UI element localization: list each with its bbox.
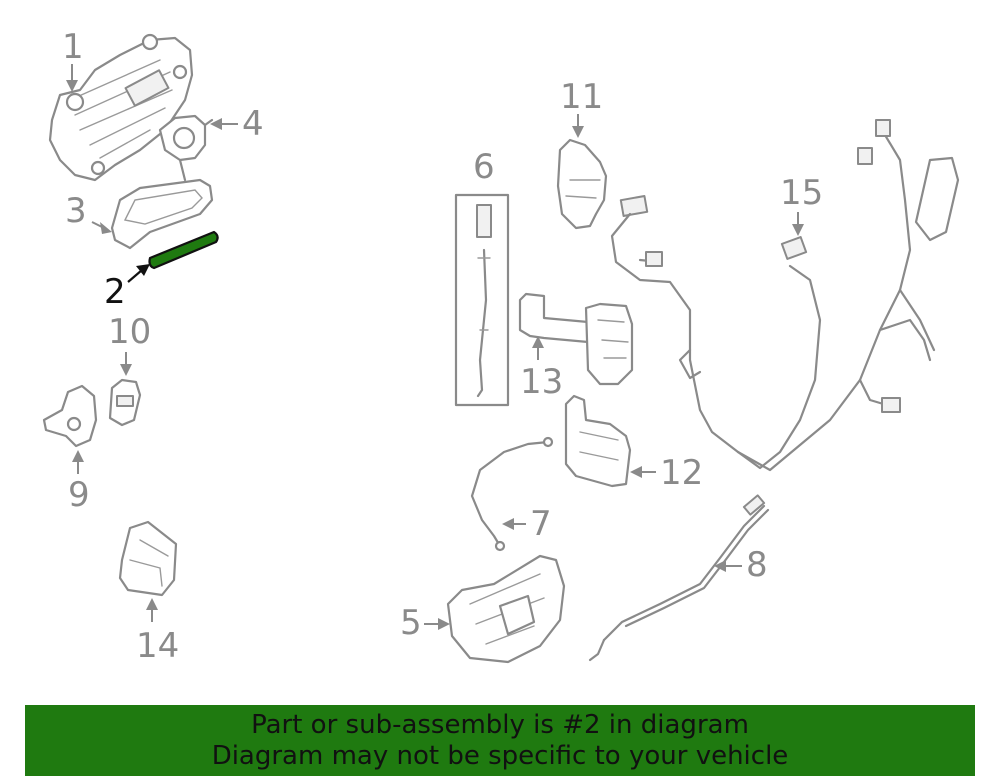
- part-7-cable: [470, 436, 554, 552]
- callout-13: 13: [520, 336, 563, 402]
- callout-6: 6: [473, 147, 495, 187]
- callout-13-label: 13: [520, 362, 563, 402]
- callout-4-label: 4: [242, 104, 264, 144]
- callout-7: 7: [502, 504, 552, 544]
- part-12-striker: [564, 394, 632, 488]
- callout-12-label: 12: [660, 453, 703, 493]
- part-4-actuator-motor: [158, 114, 214, 182]
- part-15-wiring-harness: [610, 119, 960, 472]
- callout-4: 4: [210, 104, 264, 144]
- callout-10-label: 10: [108, 312, 151, 352]
- callout-9: 9: [68, 450, 90, 515]
- callout-15: 15: [780, 173, 823, 236]
- part-5-latch-assembly: [446, 554, 566, 664]
- callout-2: 2: [104, 264, 150, 312]
- callout-15-label: 15: [780, 173, 823, 213]
- parts-diagram: 1 4 3 2 10: [42, 27, 960, 666]
- part-10-sensor: [108, 378, 142, 427]
- callout-8-label: 8: [746, 545, 768, 585]
- callout-7-label: 7: [530, 504, 552, 544]
- part-11-latch-bracket: [556, 138, 608, 230]
- part-2-highlighted: [148, 230, 219, 270]
- banner-line-1: Part or sub-assembly is #2 in diagram: [251, 710, 749, 740]
- callout-14: 14: [136, 598, 179, 666]
- banner-line-2: Diagram may not be specific to your vehi…: [211, 741, 789, 771]
- callout-11-label: 11: [560, 77, 603, 117]
- callout-8: 8: [714, 545, 768, 585]
- callout-1-label: 1: [62, 27, 84, 67]
- part-6-lock-rod: [454, 193, 510, 407]
- callout-9-label: 9: [68, 475, 90, 515]
- part-9-cover: [42, 384, 98, 448]
- callout-3: 3: [65, 191, 112, 234]
- callout-3-label: 3: [65, 191, 87, 231]
- callout-14-label: 14: [136, 626, 179, 666]
- part-1-lock-actuator: [48, 33, 194, 182]
- callout-6-label: 6: [473, 147, 495, 187]
- callout-5: 5: [400, 603, 450, 643]
- callout-10: 10: [108, 312, 151, 376]
- callout-12: 12: [630, 453, 703, 493]
- part-8-cable: [588, 494, 770, 662]
- part-13-door-check: [518, 292, 634, 386]
- callout-2-label: 2: [104, 272, 126, 312]
- info-banner: Part or sub-assembly is #2 in diagram Di…: [25, 705, 975, 776]
- callout-1: 1: [62, 27, 84, 92]
- part-3-handle-bezel: [110, 178, 214, 250]
- callout-5-label: 5: [400, 603, 422, 643]
- part-14-module: [118, 520, 178, 597]
- callout-11: 11: [560, 77, 603, 138]
